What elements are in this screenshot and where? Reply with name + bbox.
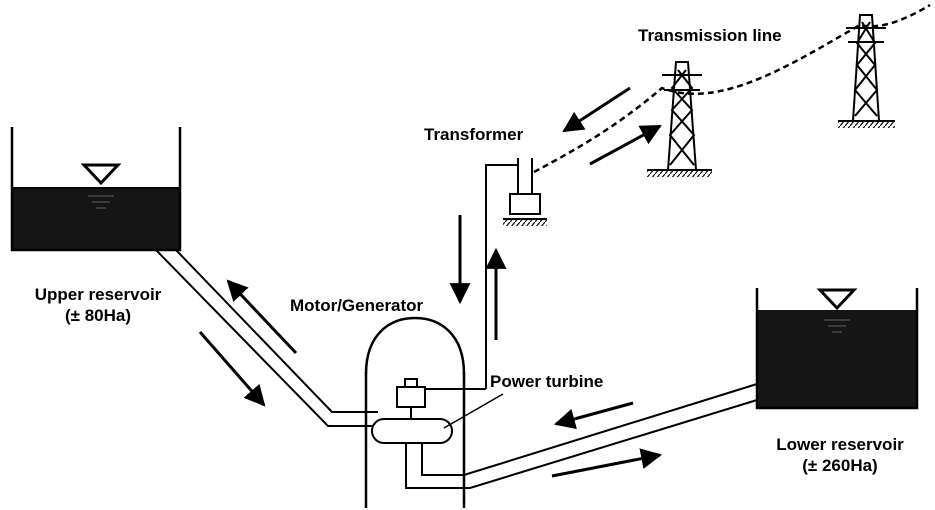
arrow-grid-out	[589, 124, 662, 166]
transmission-tower-1-icon	[647, 61, 712, 177]
upper-reservoir-water	[12, 188, 180, 250]
transmission-tower-2-icon	[838, 14, 895, 128]
lower-reservoir-label: Lower reservoir	[776, 435, 904, 454]
transformer-label: Transformer	[424, 125, 524, 144]
arrow-tailrace-out	[551, 448, 663, 478]
lower-reservoir-water	[757, 310, 917, 408]
turbine-pointer-line	[443, 393, 504, 429]
upper-reservoir-area: (± 80Ha)	[64, 306, 132, 325]
flow-arrows	[198, 86, 663, 478]
upper-water-level-icon	[80, 163, 122, 186]
arrow-tailrace-in	[553, 401, 634, 430]
upper-penstock	[155, 249, 378, 427]
lower-water-level-icon	[816, 288, 858, 311]
motor-generator-unit	[396, 378, 486, 420]
lower-reservoir-area: (± 260Ha)	[802, 456, 878, 475]
powerhouse	[364, 316, 466, 508]
transformer-icon	[503, 158, 547, 226]
tailrace	[405, 383, 758, 489]
upper-reservoir	[10, 127, 182, 252]
motor-generator-label: Motor/Generator	[290, 296, 424, 315]
generator-cable	[485, 164, 518, 389]
arrow-penstock-up	[226, 279, 298, 355]
transmission-line-label: Transmission line	[638, 26, 782, 45]
power-turbine-icon	[371, 418, 453, 444]
lower-reservoir	[755, 288, 919, 410]
transmission-cable	[533, 3, 931, 174]
arrow-grid-in	[562, 86, 631, 133]
power-turbine-label: Power turbine	[490, 372, 604, 391]
arrow-penstock-down	[198, 331, 266, 407]
upper-reservoir-label: Upper reservoir	[34, 285, 162, 304]
